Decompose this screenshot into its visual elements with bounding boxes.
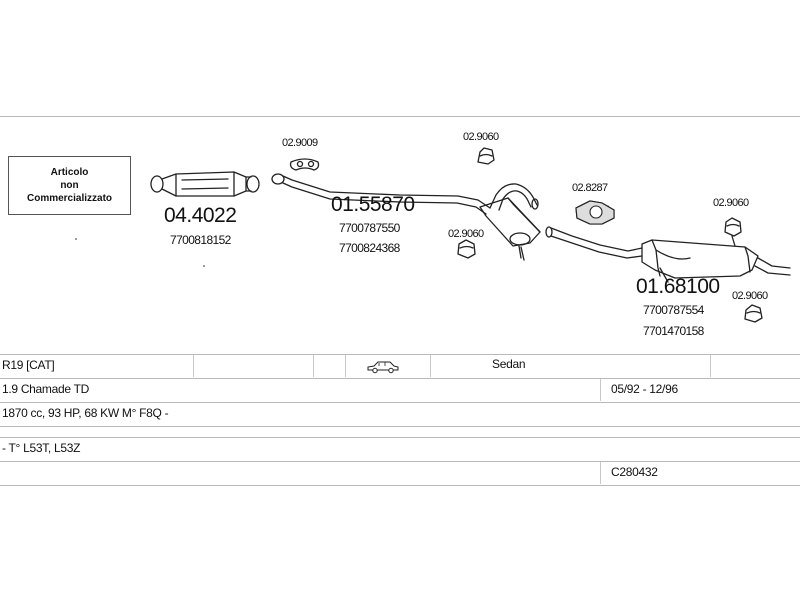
part-code-rear: 01.68100 <box>636 275 720 298</box>
part-ref-middle-2: 7700824368 <box>339 241 400 255</box>
table-top-border <box>0 354 800 355</box>
mount-label-4: 02.8287 <box>572 182 608 194</box>
mount-02-9060-d <box>744 304 763 323</box>
table-row-empty <box>0 427 800 437</box>
mount-02-9060-b <box>457 239 476 259</box>
sedan-car-icon <box>367 361 399 374</box>
catalyst-part <box>150 171 260 197</box>
not-sold-notice: Articolo non Commercializzato <box>8 156 131 215</box>
version: 1.9 Chamade TD <box>2 382 89 396</box>
years: 05/92 - 12/96 <box>611 382 678 396</box>
middle-silencer-part <box>271 173 541 259</box>
mount-label-6: 02.9060 <box>732 290 768 302</box>
engine: 1870 cc, 93 HP, 68 KW M° F8Q - <box>2 406 169 420</box>
table-row-engine: 1870 cc, 93 HP, 68 KW M° F8Q - <box>0 403 800 425</box>
model-name: R19 [CAT] <box>2 358 55 372</box>
mount-02-9060-c <box>724 217 742 247</box>
not-sold-line-1: Articolo <box>50 167 89 178</box>
mount-label-5: 02.9060 <box>713 197 749 209</box>
mount-02-8287-hole <box>589 205 603 219</box>
table-row-model: R19 [CAT] Sedan <box>0 355 800 377</box>
part-ref-rear-1: 7700787554 <box>643 303 704 317</box>
part-ref-catalyst: 7700818152 <box>170 233 231 247</box>
table-row-catalog: C280432 <box>0 462 800 484</box>
mount-label-1: 02.9009 <box>282 137 318 149</box>
table-row-type-codes: - T° L53T, L53Z <box>0 438 800 460</box>
rear-muffler-part <box>545 226 791 279</box>
part-code-middle: 01.55870 <box>331 193 415 216</box>
catalog-code: C280432 <box>611 465 658 479</box>
not-sold-line-3: Commercializzato <box>26 193 113 204</box>
table-row-version: 1.9 Chamade TD 05/92 - 12/96 <box>0 379 800 401</box>
type-codes: - T° L53T, L53Z <box>2 441 81 455</box>
part-code-catalyst: 04.4022 <box>164 204 237 227</box>
stray-dot <box>75 238 77 240</box>
not-sold-line-2: non <box>60 180 79 191</box>
mount-02-9009 <box>289 158 320 171</box>
part-ref-rear-2: 7701470158 <box>643 324 704 338</box>
mount-label-3: 02.9060 <box>448 228 484 240</box>
stray-dot <box>203 265 205 267</box>
part-ref-middle-1: 7700787550 <box>339 221 400 235</box>
mount-label-2: 02.9060 <box>463 131 499 143</box>
top-border <box>0 116 800 117</box>
body-type: Sedan <box>492 357 526 371</box>
mount-02-9060-a <box>477 147 495 165</box>
